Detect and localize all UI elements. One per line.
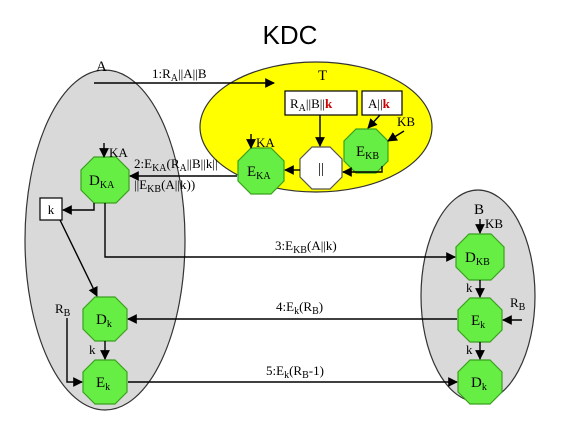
message-2-label-line1: 2:EKA(RA||B||k||	[134, 156, 218, 174]
t-input-box-ra-b-k-text: RA||B||k	[290, 96, 333, 114]
a-edge-k-label: k	[89, 342, 96, 357]
message-3-arrow	[104, 203, 456, 262]
b-rb-label: RB	[510, 295, 526, 313]
kdc-t-label: T	[318, 68, 327, 84]
t-kb-key-arrow	[387, 130, 405, 142]
party-b-label: B	[474, 202, 484, 218]
svg-text:EKA: EKA	[247, 164, 271, 182]
a-key-k-box-label: k	[48, 202, 55, 217]
t-input-box-ra-b-k	[284, 90, 358, 116]
t-ka-key-label: KA	[256, 135, 275, 150]
t-kb-key-label: KB	[397, 114, 415, 129]
a-rb-label: RB	[55, 301, 71, 319]
a-encrypt-k-node: Ek	[82, 359, 128, 405]
a-key-k-box	[39, 197, 63, 221]
b-decrypt-k-node: Dk	[457, 359, 503, 405]
message-2-label-line2: ||EKB(A||k))	[134, 177, 195, 195]
t-ekb-to-concat	[342, 166, 383, 177]
b-encrypt-k-node: Ek	[457, 297, 503, 343]
message-4-label: 4:Ek(RB)	[276, 299, 323, 317]
svg-text:Ek: Ek	[471, 313, 485, 331]
t-encrypt-ka-node: EKA	[237, 147, 285, 195]
a-k-box-to-dk	[59, 219, 98, 297]
a-decrypt-ka-node: DKA	[80, 156, 130, 204]
t-encrypt-kb-node: EKB	[343, 128, 389, 174]
b-edge-k-label-2: k	[466, 342, 473, 357]
b-kb-key-label: KB	[485, 216, 503, 231]
svg-text:DKB: DKB	[465, 250, 490, 268]
svg-text:Dk: Dk	[96, 312, 112, 330]
message-5-label: 5:Ek(RB-1)	[266, 363, 324, 381]
a-dka-to-k-box	[62, 203, 95, 215]
t-input-box-a-k	[361, 90, 403, 116]
svg-text:Dk: Dk	[471, 375, 487, 393]
concat-operator	[299, 146, 343, 190]
b-decrypt-kb-node: DKB	[455, 233, 505, 281]
svg-text:EKB: EKB	[356, 144, 379, 162]
svg-text:Ek: Ek	[96, 375, 110, 393]
message-3-label: 3:EKB(A||k)	[275, 238, 337, 256]
message-1-label: 1:RA||A||B	[152, 66, 207, 84]
t-box2-to-ekb	[367, 114, 381, 129]
a-rb-to-ek	[66, 318, 83, 387]
a-ka-key-label: KA	[109, 145, 128, 160]
svg-text:DKA: DKA	[89, 173, 115, 191]
concat-operator-label: ||	[318, 161, 324, 177]
party-a-label: A	[96, 59, 107, 75]
b-edge-k-label-1: k	[466, 280, 473, 295]
diagram-title: KDC	[263, 20, 318, 50]
t-input-box-a-k-text: A||k	[368, 96, 391, 111]
a-decrypt-k-node: Dk	[82, 296, 128, 342]
